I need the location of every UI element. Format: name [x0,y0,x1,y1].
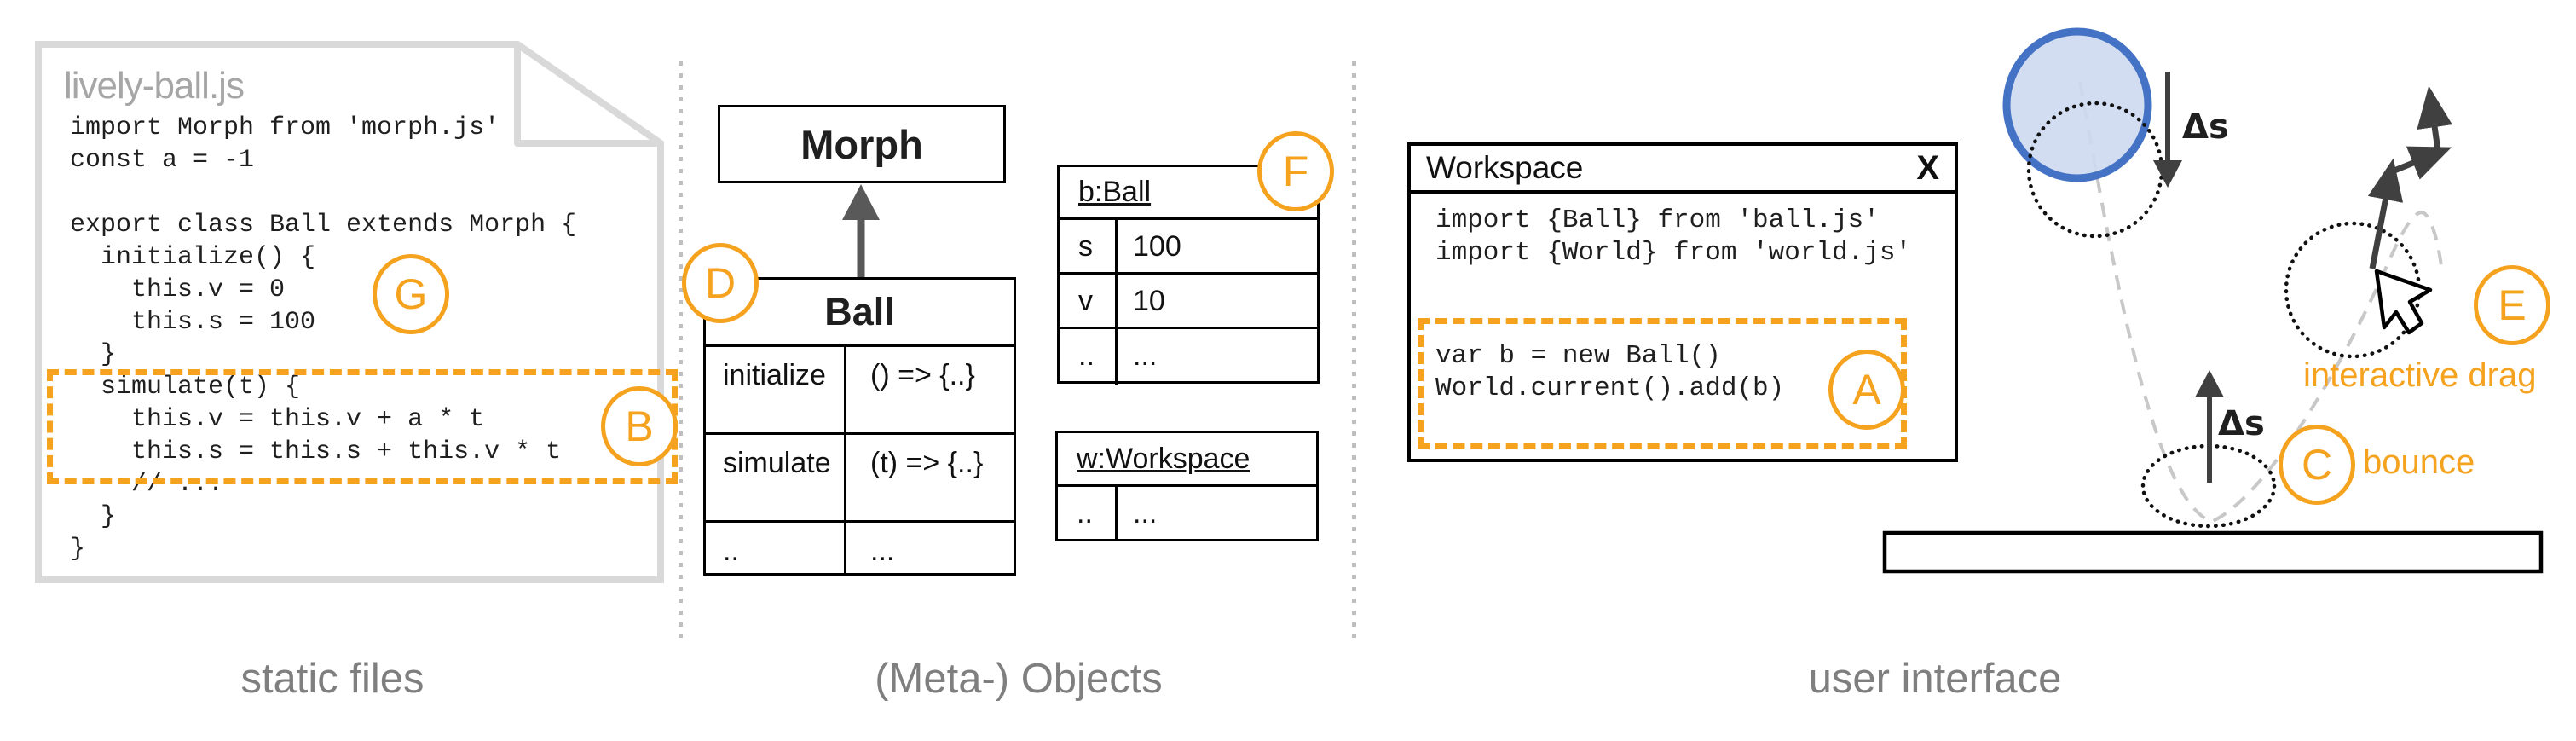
annotation-badge-a: A [1828,350,1905,430]
fall-arrow-icon [2153,72,2182,188]
close-button[interactable]: X [1916,149,1939,187]
section-label-static-files: static files [240,656,425,702]
method-name: .. [706,523,846,573]
slot-key: .. [1060,329,1118,385]
method-name: initialize [706,347,846,432]
method-value: () => {..} [870,359,975,391]
simulate-highlight-box [47,369,678,484]
annotation-badge-f: F [1257,131,1334,211]
slot-value: ... [1133,339,1158,372]
inheritance-arrow-icon [842,184,880,277]
ball-morph-icon[interactable] [2002,27,2152,182]
section-label-user-interface: user interface [1808,656,2062,702]
code-line: const a = -1 [70,146,255,175]
code-line: } [70,340,117,369]
method-name: simulate [706,435,846,520]
code-line: import Morph from 'morph.js' [70,113,500,142]
drag-ghost-circle [2284,221,2422,359]
ball-class-box[interactable]: Ball initialize () => {..} simulate (t) … [703,277,1016,576]
object-title: b:Ball [1078,176,1152,208]
class-method-row: .. ... [706,523,1014,573]
workspace-object-table[interactable]: w:Workspace .. ... [1055,431,1319,541]
code-line: this.v = this.v + a * t [70,405,485,434]
slot-key: .. [1058,487,1118,541]
annotation-badge-b: B [601,386,678,466]
ball-ghost-circle [2026,101,2164,239]
object-slot-row: s 100 [1060,220,1317,275]
file-name: lively-ball.js [64,65,245,107]
code-line: } [70,535,86,564]
slot-value: 100 [1133,230,1181,263]
object-slot-row: .. ... [1060,329,1317,385]
code-line: // ... [70,470,224,499]
ground-rect [1882,530,2544,574]
code-line: initialize() { [70,243,316,272]
code-line: this.s = this.s + this.v * t [70,437,562,466]
workspace-imports[interactable]: import {Ball} from 'ball.js' import {Wor… [1435,205,1911,269]
delta-s-fall-label: Δs [2182,107,2229,147]
mouse-cursor-icon[interactable] [2374,269,2433,335]
section-label-meta-objects: (Meta-) Objects [875,656,1163,702]
divider-left [679,61,683,638]
bounce-ghost-ellipse [2140,443,2277,529]
workspace-commands[interactable]: var b = new Ball() World.current().add(b… [1435,340,1784,405]
slot-value: 10 [1133,285,1165,317]
drag-zigzag-arrows-icon [2367,85,2452,269]
delta-s-bounce-label: Δs [2218,404,2265,443]
workspace-title: Workspace [1426,150,1584,185]
code-line: this.s = 100 [70,308,316,337]
bounce-label: bounce [2363,443,2475,481]
annotation-badge-c: C [2279,425,2355,505]
annotation-badge-e: E [2474,265,2550,345]
method-value: (t) => {..} [870,447,984,479]
slot-key: s [1060,220,1118,272]
method-value: ... [870,535,895,567]
object-title: w:Workspace [1077,442,1250,475]
code-line: } [70,502,117,531]
class-method-row: simulate (t) => {..} [706,435,1014,523]
interactive-drag-label: interactive drag [2303,356,2537,394]
slot-key: v [1060,275,1118,327]
code-line [70,177,576,209]
divider-right [1352,61,1356,638]
object-table-header: b:Ball [1060,167,1317,220]
code-line: World.current().add(b) [1435,373,1785,403]
file-code: import Morph from 'morph.js' const a = -… [70,112,576,565]
workspace-titlebar[interactable]: Workspace X [1411,146,1955,194]
ball-class-title: Ball [706,280,1014,347]
annotation-badge-g: G [373,254,449,334]
code-line: export class Ball extends Morph { [70,211,577,240]
object-slot-row: .. ... [1058,487,1316,541]
object-table-header: w:Workspace [1058,433,1316,487]
object-slot-row: v 10 [1060,275,1317,329]
code-line: import {Ball} from 'ball.js' [1435,206,1880,235]
code-line: var b = new Ball() [1435,341,1721,371]
slot-value: ... [1133,497,1158,530]
code-line: this.v = 0 [70,275,286,304]
annotation-badge-d: D [682,243,759,323]
code-line: import {World} from 'world.js' [1435,238,1912,268]
class-method-row: initialize () => {..} [706,347,1014,435]
code-line: simulate(t) { [70,373,301,402]
morph-class-box[interactable]: Morph [718,105,1006,183]
